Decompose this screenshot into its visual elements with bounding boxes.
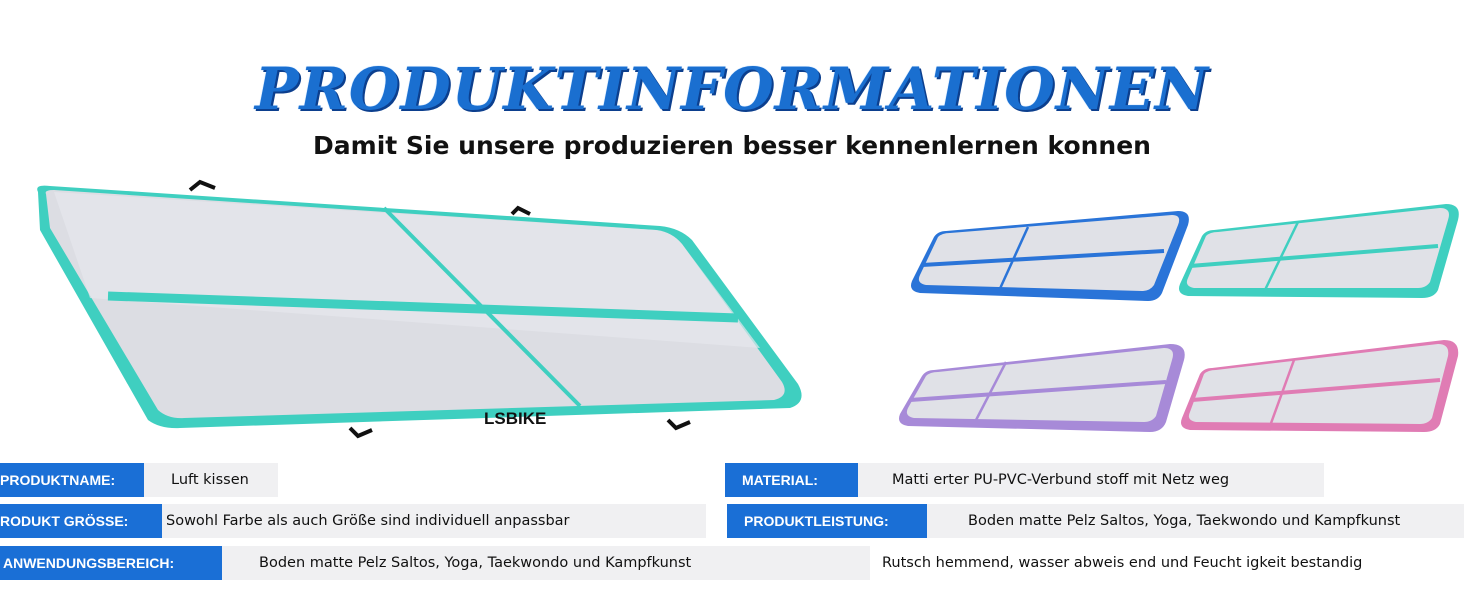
spec-row-anwendungsbereich: ANWENDUNGSBEREICH: Boden matte Pelz Salt…: [0, 546, 870, 580]
spec-row-produktname: PRODUKTNAME: Luft kissen: [0, 463, 278, 497]
variant-teal-mat-image: [1179, 204, 1459, 298]
variant-purple-mat-image: [899, 344, 1185, 432]
spec-row-produktleistung: PRODUKTLEISTUNG: Boden matte Pelz Saltos…: [727, 504, 1464, 538]
spec-label: RODUKT GRÖSSE:: [0, 504, 162, 538]
spec-label: ANWENDUNGSBEREICH:: [0, 546, 222, 580]
spec-label: PRODUKTLEISTUNG:: [727, 504, 927, 538]
page-subtitle: Damit Sie unsere produzieren besser kenn…: [313, 131, 1151, 160]
spec-row-eigenschaften: Rutsch hemmend, wasser abweis end und Fe…: [870, 546, 1464, 580]
spec-value: Luft kissen: [144, 463, 278, 497]
spec-value: Boden matte Pelz Saltos, Yoga, Taekwondo…: [927, 504, 1464, 538]
spec-row-material: MATERIAL: Matti erter PU-PVC-Verbund sto…: [725, 463, 1324, 497]
spec-label: MATERIAL:: [725, 463, 858, 497]
spec-value: Sowohl Farbe als auch Größe sind individ…: [162, 504, 706, 538]
spec-value: Boden matte Pelz Saltos, Yoga, Taekwondo…: [222, 546, 870, 580]
page-title: PRODUKTINFORMATIONEN: [255, 55, 1209, 123]
spec-label: PRODUKTNAME:: [0, 463, 144, 497]
variant-pink-mat-image: [1181, 340, 1459, 432]
spec-value: Matti erter PU-PVC-Verbund stoff mit Net…: [858, 463, 1324, 497]
variant-blue-mat-image: [911, 211, 1189, 301]
hero-mat-image: [37, 179, 802, 439]
spec-row-produkt-groesse: RODUKT GRÖSSE: Sowohl Farbe als auch Grö…: [0, 504, 706, 538]
brand-label: LSBIKE: [484, 409, 547, 428]
spec-value: Rutsch hemmend, wasser abweis end und Fe…: [882, 555, 1363, 571]
